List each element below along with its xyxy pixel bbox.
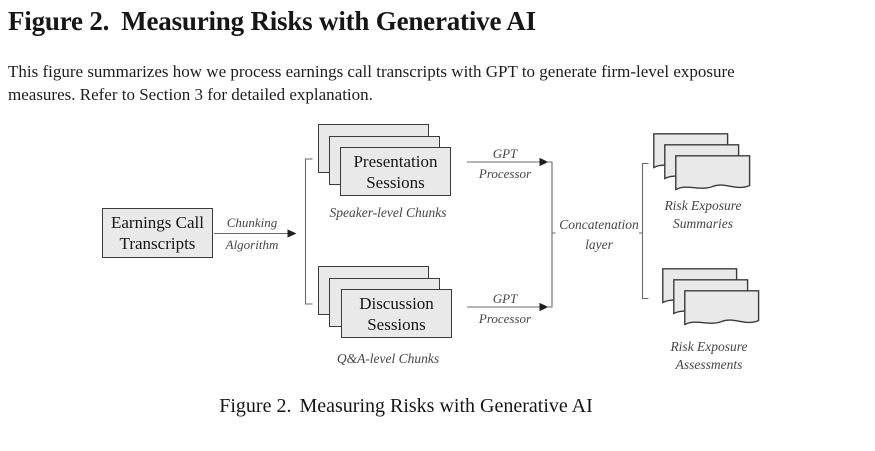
earnings-box-line2: Transcripts — [119, 234, 196, 253]
gpt-processor-arrowhead-top — [539, 157, 549, 167]
gpt-top-line1: GPT — [492, 146, 518, 161]
presentation-line2: Sessions — [366, 172, 425, 192]
chunking-algorithm-label: Chunking Algorithm — [209, 215, 295, 253]
assessments-line1: Risk Exposure — [670, 339, 748, 354]
earnings-box-line1: Earnings Call — [110, 213, 204, 232]
figure-title-text: Measuring Risks with Generative AI — [121, 6, 536, 36]
figure-caption-label: Figure 2. — [219, 395, 292, 417]
gpt-processor-label-top: GPT Processor — [460, 146, 550, 182]
chunking-label-line1: Chunking — [226, 215, 278, 230]
diagram-canvas: Earnings Call Transcripts Chunking Algor… — [0, 110, 875, 390]
discussion-line1: Discussion — [359, 293, 434, 313]
concatenation-line1: Concatenation — [559, 217, 639, 232]
figure-caption: Figure 2. Measuring Risks with Generative… — [0, 394, 812, 418]
figure-title: Figure 2. Measuring Risks with Generative… — [8, 5, 536, 37]
risk-exposure-assessments-stack — [662, 268, 760, 335]
gpt-processor-label-bottom: GPT Processor — [460, 291, 550, 327]
connector-layer — [214, 157, 649, 312]
speaker-level-chunks-label: Speaker-level Chunks — [329, 205, 447, 220]
summaries-line2: Summaries — [673, 216, 733, 231]
discussion-line2: Sessions — [367, 314, 426, 334]
document-stack-graphic — [653, 133, 751, 191]
presentation-sessions-box: Presentation Sessions — [340, 147, 451, 196]
concat-left-bracket — [546, 161, 556, 308]
figure-description: This figure summarizes how we process ea… — [8, 62, 735, 104]
split-bracket — [304, 158, 313, 305]
chunking-label-line2: Algorithm — [225, 237, 279, 252]
document-sheet — [675, 155, 751, 191]
risk-exposure-summaries-label: Risk Exposure Summaries — [640, 198, 766, 232]
qa-level-chunks-label: Q&A-level Chunks — [336, 351, 440, 366]
gpt-bottom-line1: GPT — [492, 291, 518, 306]
assessments-line2: Assessments — [675, 357, 743, 372]
document-stack-graphic — [662, 268, 760, 326]
concat-right-bracket — [639, 162, 649, 300]
document-sheet — [684, 290, 760, 326]
risk-exposure-assessments-label: Risk Exposure Assessments — [646, 339, 772, 373]
summaries-line1: Risk Exposure — [664, 198, 742, 213]
figure-title-label: Figure 2. — [8, 6, 110, 36]
chunking-arrowhead — [287, 229, 297, 238]
gpt-bottom-line2: Processor — [478, 311, 532, 326]
risk-exposure-summaries-stack — [653, 133, 751, 200]
discussion-sessions-box: Discussion Sessions — [341, 289, 452, 338]
earnings-call-transcripts-box: Earnings Call Transcripts — [102, 208, 213, 258]
figure-caption-text: Measuring Risks with Generative AI — [299, 395, 593, 417]
presentation-line1: Presentation — [353, 151, 438, 171]
gpt-top-line2: Processor — [478, 166, 532, 181]
concatenation-layer-label: Concatenation layer — [554, 217, 644, 253]
concatenation-line2: layer — [585, 237, 613, 252]
gpt-processor-arrowhead-bottom — [539, 302, 549, 312]
